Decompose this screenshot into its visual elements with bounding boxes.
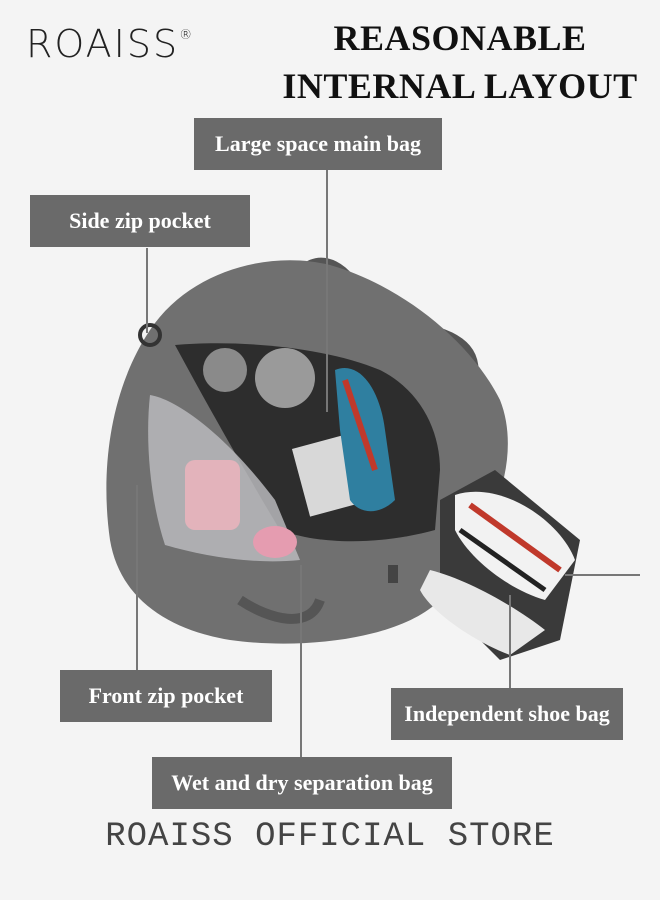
callout-line-shoe-bag [509, 595, 511, 688]
item-umbrella-stripe [342, 379, 378, 471]
item-container-lid [255, 348, 315, 408]
brand-name: ROAISS [26, 22, 180, 66]
item-pink-towel [253, 526, 297, 558]
label-front-zip-pocket: Front zip pocket [60, 670, 272, 722]
callout-line-main-bag [326, 170, 328, 412]
headline: REASONABLE INTERNAL LAYOUT [270, 14, 650, 110]
label-wet-dry-bag: Wet and dry separation bag [152, 757, 452, 809]
shoe-second [420, 570, 545, 655]
callout-line-shoe-side [565, 574, 640, 576]
label-main-bag: Large space main bag [194, 118, 442, 170]
footer-store-name: ROAISS OFFICIAL STORE [105, 818, 555, 856]
callout-line-side-pocket [146, 248, 148, 333]
registered-mark: ® [179, 28, 195, 44]
bag-bottom-strap [237, 595, 325, 624]
callout-line-wet-dry [300, 565, 302, 757]
shoe-accent-red [468, 502, 562, 573]
brand-logo: ROAISS® [26, 22, 194, 66]
shoe-accent-black [458, 527, 547, 593]
label-side-zip-pocket: Side zip pocket [30, 195, 250, 247]
callout-line-front-pocket [136, 485, 138, 670]
label-shoe-bag: Independent shoe bag [391, 688, 623, 740]
headline-line-2: INTERNAL LAYOUT [282, 66, 638, 106]
item-container-small [203, 348, 247, 392]
zipper-pull [388, 565, 398, 583]
headline-line-1: REASONABLE [333, 18, 587, 58]
item-pink-box [185, 460, 240, 530]
side-zip-ring [138, 323, 162, 347]
